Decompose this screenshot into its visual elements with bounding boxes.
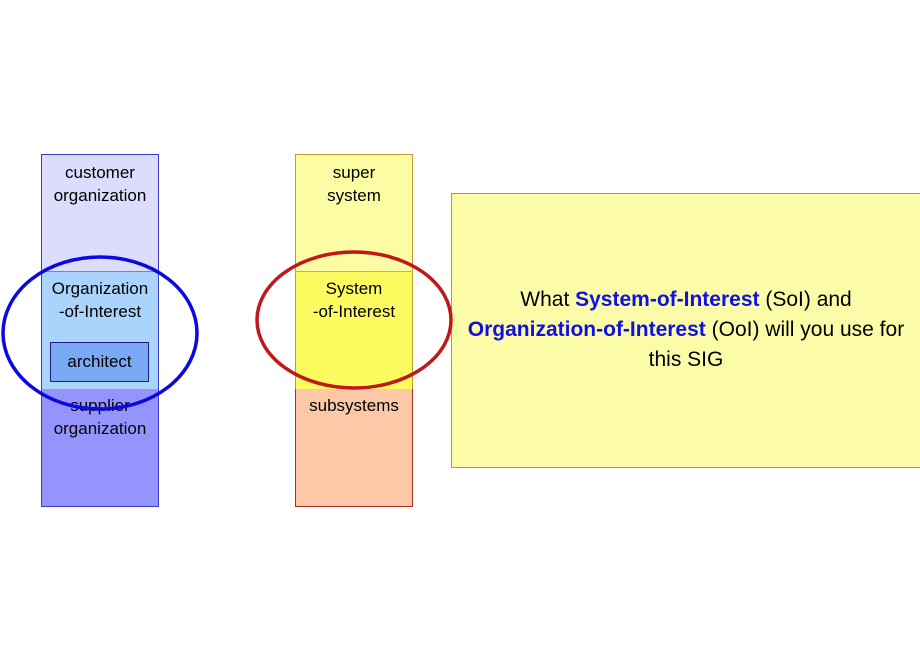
system-of-interest-box: System -of-Interest <box>295 271 413 390</box>
customer-organization-label: customer organization <box>53 163 147 205</box>
organization-highlight-ellipse <box>1 255 199 411</box>
architect-label: architect <box>67 352 132 371</box>
architect-box: architect <box>50 342 149 382</box>
supplier-organization-label: supplier organization <box>53 396 147 438</box>
organization-of-interest-term: Organization-of-Interest <box>467 318 706 341</box>
question-text: What System-of-Interest (SoI) and Organi… <box>452 285 920 375</box>
question-part-3: (OoI) will you use for this SIG <box>648 318 905 371</box>
organization-of-interest-label: Organization -of-Interest <box>51 279 149 321</box>
system-of-interest-label: System -of-Interest <box>312 279 396 321</box>
subsystems-label: subsystems <box>309 396 399 415</box>
customer-organization-box: customer organization <box>41 154 159 272</box>
question-part-2: (SoI) and <box>759 288 852 311</box>
system-of-interest-term: System-of-Interest <box>575 288 760 311</box>
system-highlight-ellipse <box>255 250 453 390</box>
question-panel: What System-of-Interest (SoI) and Organi… <box>451 193 920 468</box>
super-system-label: super system <box>327 163 381 205</box>
subsystems-box: subsystems <box>295 389 413 507</box>
question-part-1: What <box>520 288 576 311</box>
